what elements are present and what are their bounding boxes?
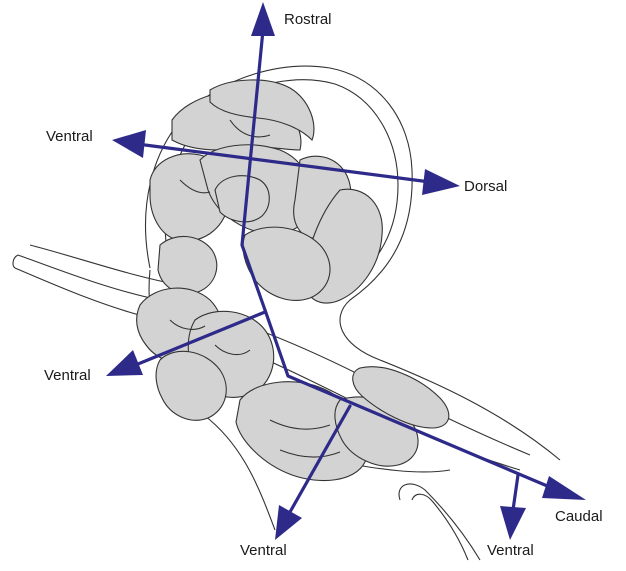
- ventral-label-bottom-left: Ventral: [240, 543, 287, 558]
- ventral-arrowhead-bottom-left: [275, 505, 302, 540]
- caudal-arrowhead: [542, 476, 586, 500]
- ventral-label-bottom-right: Ventral: [487, 543, 534, 558]
- limb-bud-outer: [399, 484, 480, 560]
- caudal-label: Caudal: [555, 509, 603, 524]
- ventral-upper-lobe: [158, 236, 217, 293]
- limb-bud: [399, 484, 480, 560]
- midbrain-inner-lobe: [215, 176, 269, 222]
- tube-outer-wall: [30, 245, 180, 285]
- ventral-arrowhead-top: [112, 130, 146, 158]
- rostral-label: Rostral: [284, 12, 332, 27]
- ventral-arrowhead-bottom-right: [500, 506, 526, 540]
- rostral-arrowhead: [251, 2, 275, 36]
- ventral-line-bottom-right: [513, 475, 518, 510]
- ventral-label-mid: Ventral: [44, 368, 91, 383]
- tube-end: [13, 255, 18, 268]
- limb-bud-inner: [412, 494, 468, 560]
- ventral-label-top: Ventral: [46, 129, 93, 144]
- brain-lobes: [137, 80, 449, 481]
- dorsal-arrowhead: [422, 169, 460, 195]
- ventral-arrowhead-mid: [106, 350, 143, 376]
- dorsal-label: Dorsal: [464, 179, 507, 194]
